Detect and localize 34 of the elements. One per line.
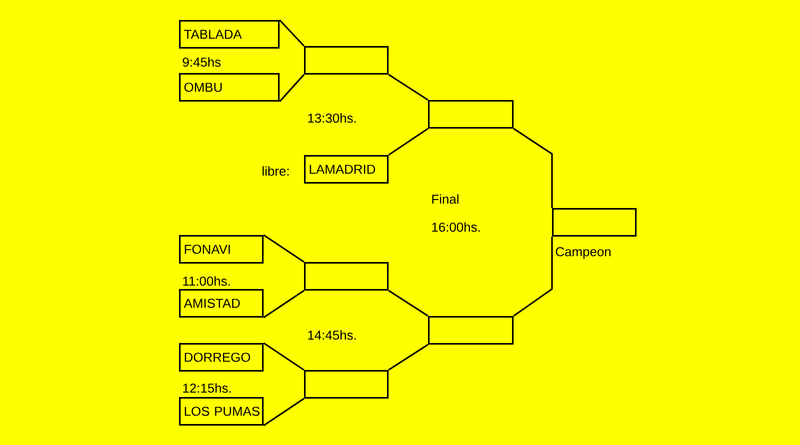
time-label: 16:00hs. <box>432 222 480 232</box>
match-label: Final <box>432 194 458 204</box>
team-box: AMISTAD <box>179 288 264 318</box>
bracket-line <box>388 128 428 156</box>
bracket-line <box>513 236 553 317</box>
team-box: TABLADA <box>179 20 280 49</box>
bracket-line <box>279 19 305 47</box>
bracket-line <box>263 234 304 263</box>
time-label: 11:00hs. <box>183 276 230 286</box>
bracket-line <box>263 398 304 426</box>
time-label: 9:45hs <box>182 57 221 67</box>
team-box: DORREGO <box>179 342 264 372</box>
time-label: 13:30hs. <box>308 113 356 123</box>
bracket-line <box>388 74 428 101</box>
champion-label: Campeon <box>556 247 610 259</box>
bracket-line <box>388 344 428 371</box>
time-label: 12:15hs. <box>183 383 231 393</box>
bracket-line <box>263 290 304 318</box>
bracket-line <box>279 74 305 102</box>
team-box: OMBU <box>179 73 280 102</box>
champion-box <box>552 208 637 237</box>
winner-box <box>304 46 389 75</box>
winner-box <box>428 100 514 129</box>
bracket-line <box>513 128 553 208</box>
bracket-line <box>263 342 304 371</box>
bracket-line <box>388 290 428 317</box>
team-box: LOS PUMAS <box>179 396 264 426</box>
time-label: 14:45hs. <box>308 330 356 340</box>
winner-box <box>304 370 389 399</box>
winner-box <box>428 316 514 345</box>
team-box: LAMADRID <box>304 154 389 184</box>
bye-label: libre: <box>262 166 289 176</box>
winner-box <box>304 262 389 291</box>
team-box: FONAVI <box>179 234 264 264</box>
